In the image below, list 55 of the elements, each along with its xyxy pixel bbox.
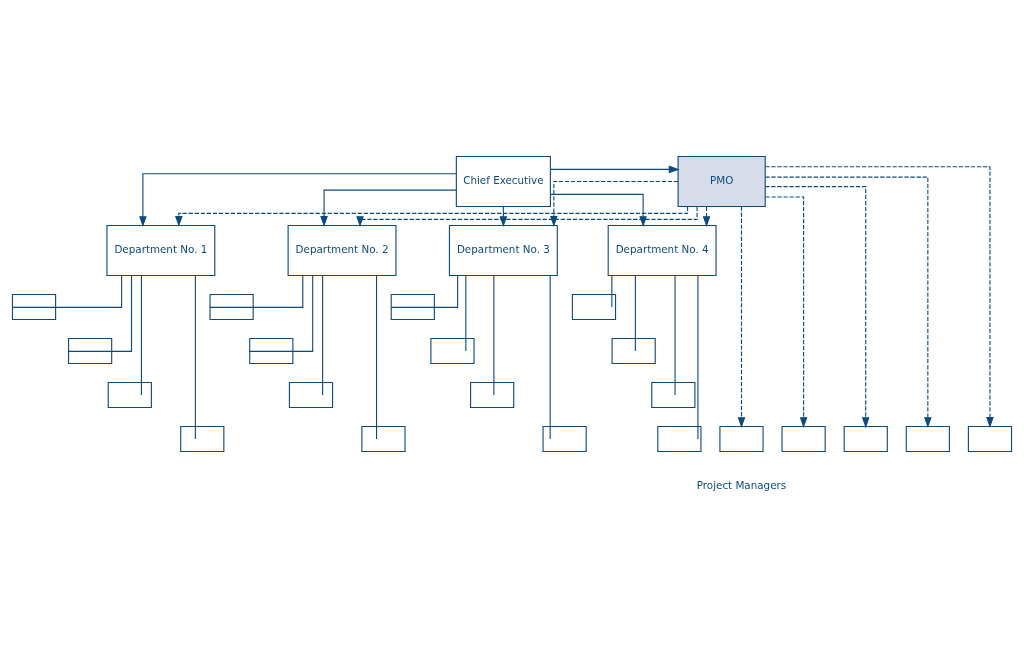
connector bbox=[322, 274, 324, 396]
connector bbox=[674, 274, 676, 396]
node-box bbox=[611, 337, 656, 364]
arrow bbox=[764, 176, 932, 428]
node-box: Department No. 1 bbox=[106, 224, 216, 276]
node-box bbox=[657, 425, 702, 452]
node-box bbox=[68, 337, 113, 364]
label: Project Managers bbox=[696, 478, 787, 491]
connector bbox=[697, 274, 699, 440]
connector bbox=[140, 274, 142, 396]
node-box bbox=[719, 425, 764, 452]
connector bbox=[611, 274, 613, 308]
arrow bbox=[764, 165, 994, 428]
node-box bbox=[571, 293, 617, 320]
node-box bbox=[249, 337, 294, 364]
node-box bbox=[430, 337, 475, 364]
arrow bbox=[320, 189, 457, 227]
arrow bbox=[550, 193, 647, 227]
arrow bbox=[737, 205, 746, 428]
connector bbox=[249, 274, 314, 352]
connector bbox=[390, 274, 459, 308]
node-box bbox=[390, 293, 435, 320]
connector bbox=[11, 274, 123, 308]
node-box bbox=[781, 425, 826, 452]
connector bbox=[549, 274, 551, 440]
node-box bbox=[542, 425, 587, 452]
node-box bbox=[651, 381, 696, 408]
connector bbox=[194, 274, 196, 440]
arrow bbox=[702, 205, 711, 227]
connector bbox=[209, 274, 304, 308]
arrow bbox=[549, 165, 680, 173]
connector bbox=[68, 274, 133, 352]
arrow bbox=[764, 185, 870, 428]
node-box bbox=[209, 293, 254, 320]
connector bbox=[493, 274, 495, 396]
node-box bbox=[288, 381, 334, 408]
connector bbox=[634, 274, 636, 352]
node-box bbox=[107, 381, 152, 408]
node-box: Department No. 3 bbox=[448, 224, 558, 276]
node-box bbox=[843, 425, 888, 452]
node-box bbox=[905, 425, 950, 452]
node-box bbox=[180, 425, 225, 452]
connector bbox=[465, 274, 467, 352]
node-box bbox=[11, 293, 57, 320]
connector bbox=[376, 274, 378, 440]
node-box bbox=[967, 425, 1013, 452]
arrow bbox=[139, 172, 457, 227]
node-box: Department No. 4 bbox=[607, 224, 717, 276]
node-box bbox=[470, 381, 515, 408]
node-box: PMO bbox=[677, 155, 766, 207]
arrow bbox=[764, 195, 808, 428]
node-box bbox=[361, 425, 406, 452]
node-box: Chief Executive bbox=[455, 155, 551, 207]
arrow bbox=[550, 180, 679, 227]
node-box: Department No. 2 bbox=[287, 224, 397, 276]
